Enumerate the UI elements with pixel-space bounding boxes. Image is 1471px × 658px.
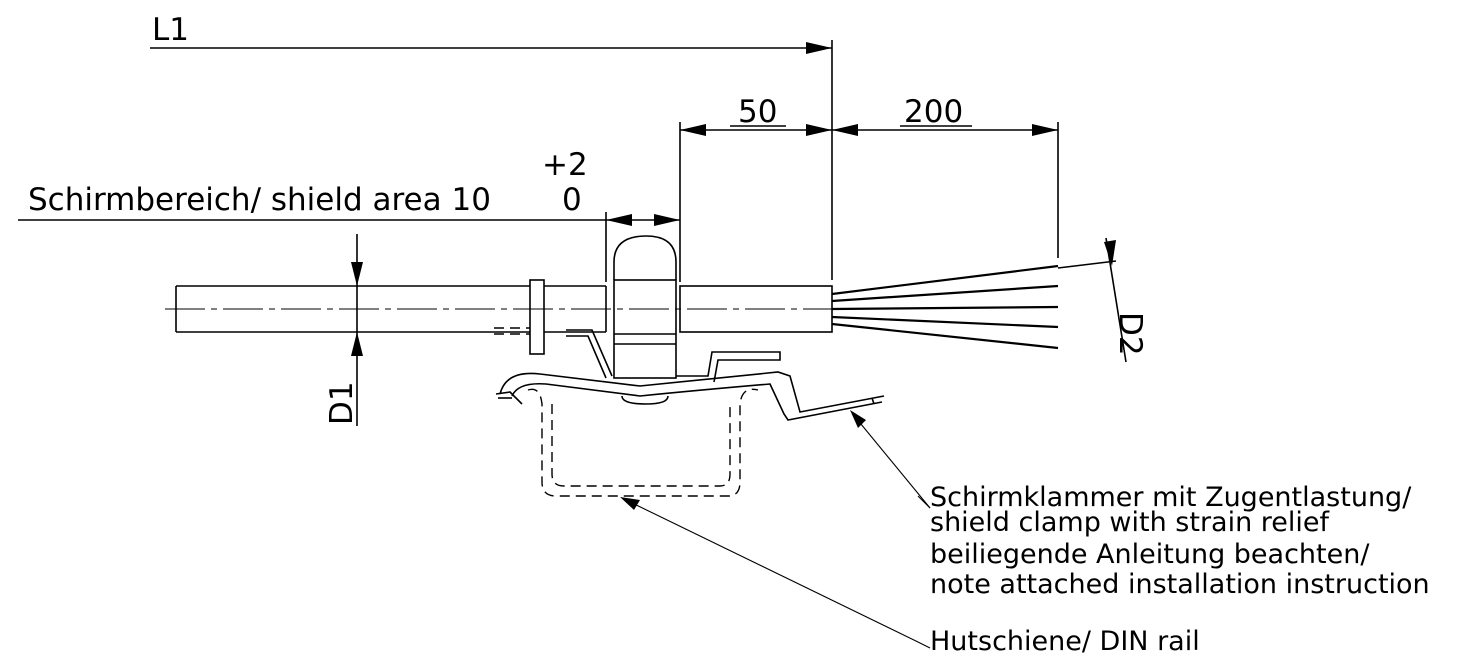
d2-label: D2 xyxy=(1112,312,1148,356)
callout-clamp: Schirmklammer mit Zugentlastung/ shield … xyxy=(930,482,1430,600)
cable xyxy=(165,279,840,355)
callout-clamp-line1: Schirmklammer mit Zugentlastung/ xyxy=(930,482,1412,513)
callout-rail: Hutschiene/ DIN rail xyxy=(930,626,1200,657)
shield-clamp xyxy=(566,235,781,383)
callout-clamp-line4: note attached installation instruction xyxy=(930,569,1430,600)
dimension-200: 200 xyxy=(832,94,1058,136)
cable-wires xyxy=(831,264,1059,350)
dimension-d2: D2 xyxy=(1057,237,1148,363)
callout-clamp-line2: shield clamp with strain relief xyxy=(930,507,1331,538)
tolerance-plus: +2 xyxy=(542,147,588,183)
strain-relief-clip xyxy=(495,371,885,421)
dimension-shield-area: Schirmbereich/ shield area 10 +2 0 xyxy=(18,147,680,226)
dimension-d1: D1 xyxy=(324,234,363,426)
d1-label: D1 xyxy=(324,381,360,425)
din-rail xyxy=(527,388,759,497)
l1-label: L1 xyxy=(152,12,189,48)
dim-50-label: 50 xyxy=(738,94,777,130)
leader-clamp xyxy=(850,410,931,509)
dim-200-label: 200 xyxy=(904,94,963,130)
leader-rail xyxy=(620,497,931,649)
shield-area-label: Schirmbereich/ shield area 10 xyxy=(28,182,491,218)
cable-gland xyxy=(529,279,545,355)
dimension-l1: L1 xyxy=(150,12,832,54)
callout-clamp-line3: beiliegende Anleitung beachten/ xyxy=(930,539,1370,570)
dimension-50: 50 xyxy=(680,94,832,136)
tolerance-zero: 0 xyxy=(562,182,582,218)
